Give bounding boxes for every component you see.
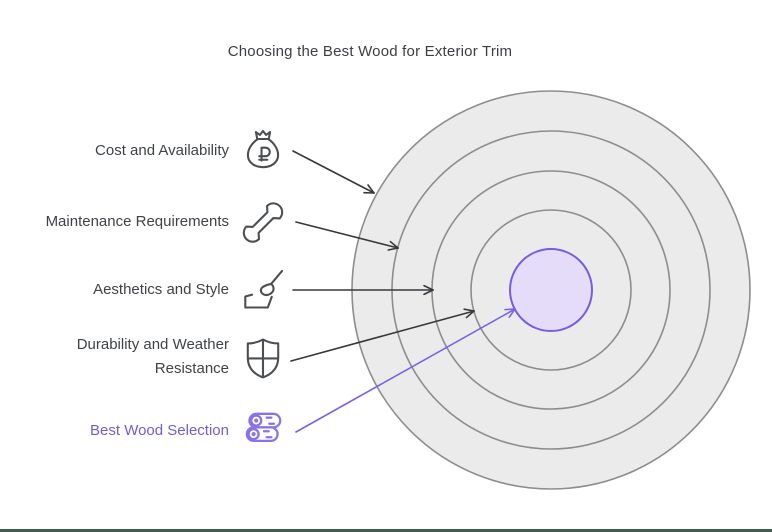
arrow-paintbrush (292, 284, 434, 296)
item-best-wood-selection: Best Wood Selection (90, 406, 288, 456)
item-label: Maintenance Requirements (45, 213, 229, 230)
item-label: Cost and Availability (95, 142, 229, 159)
arrow-wrench (295, 221, 399, 251)
item-label: Aesthetics and Style (93, 281, 229, 298)
wrench-icon (242, 202, 284, 243)
bottom-border-line (0, 529, 772, 532)
wood-logs-icon (245, 412, 282, 443)
arrow-wood-logs (295, 308, 516, 433)
item-cost-and-availability: Cost and Availability (95, 126, 288, 176)
center-best-wood-selection (509, 248, 593, 332)
item-durability-and-weather-resistance: Durability and Weather Resistance (17, 332, 288, 382)
item-maintenance-requirements: Maintenance Requirements (46, 197, 288, 247)
item-label: Best Wood Selection (90, 422, 229, 439)
arrow-money-bag (292, 150, 375, 194)
item-aesthetics-and-style: Aesthetics and Style (93, 265, 288, 315)
money-bag-icon (246, 129, 280, 169)
item-label: Durability and Weather Resistance (76, 336, 229, 377)
paintbrush-icon (244, 269, 284, 309)
shield-icon (246, 338, 280, 379)
page-title: Choosing the Best Wood for Exterior Trim (227, 43, 513, 60)
arrow-shield (290, 308, 475, 362)
